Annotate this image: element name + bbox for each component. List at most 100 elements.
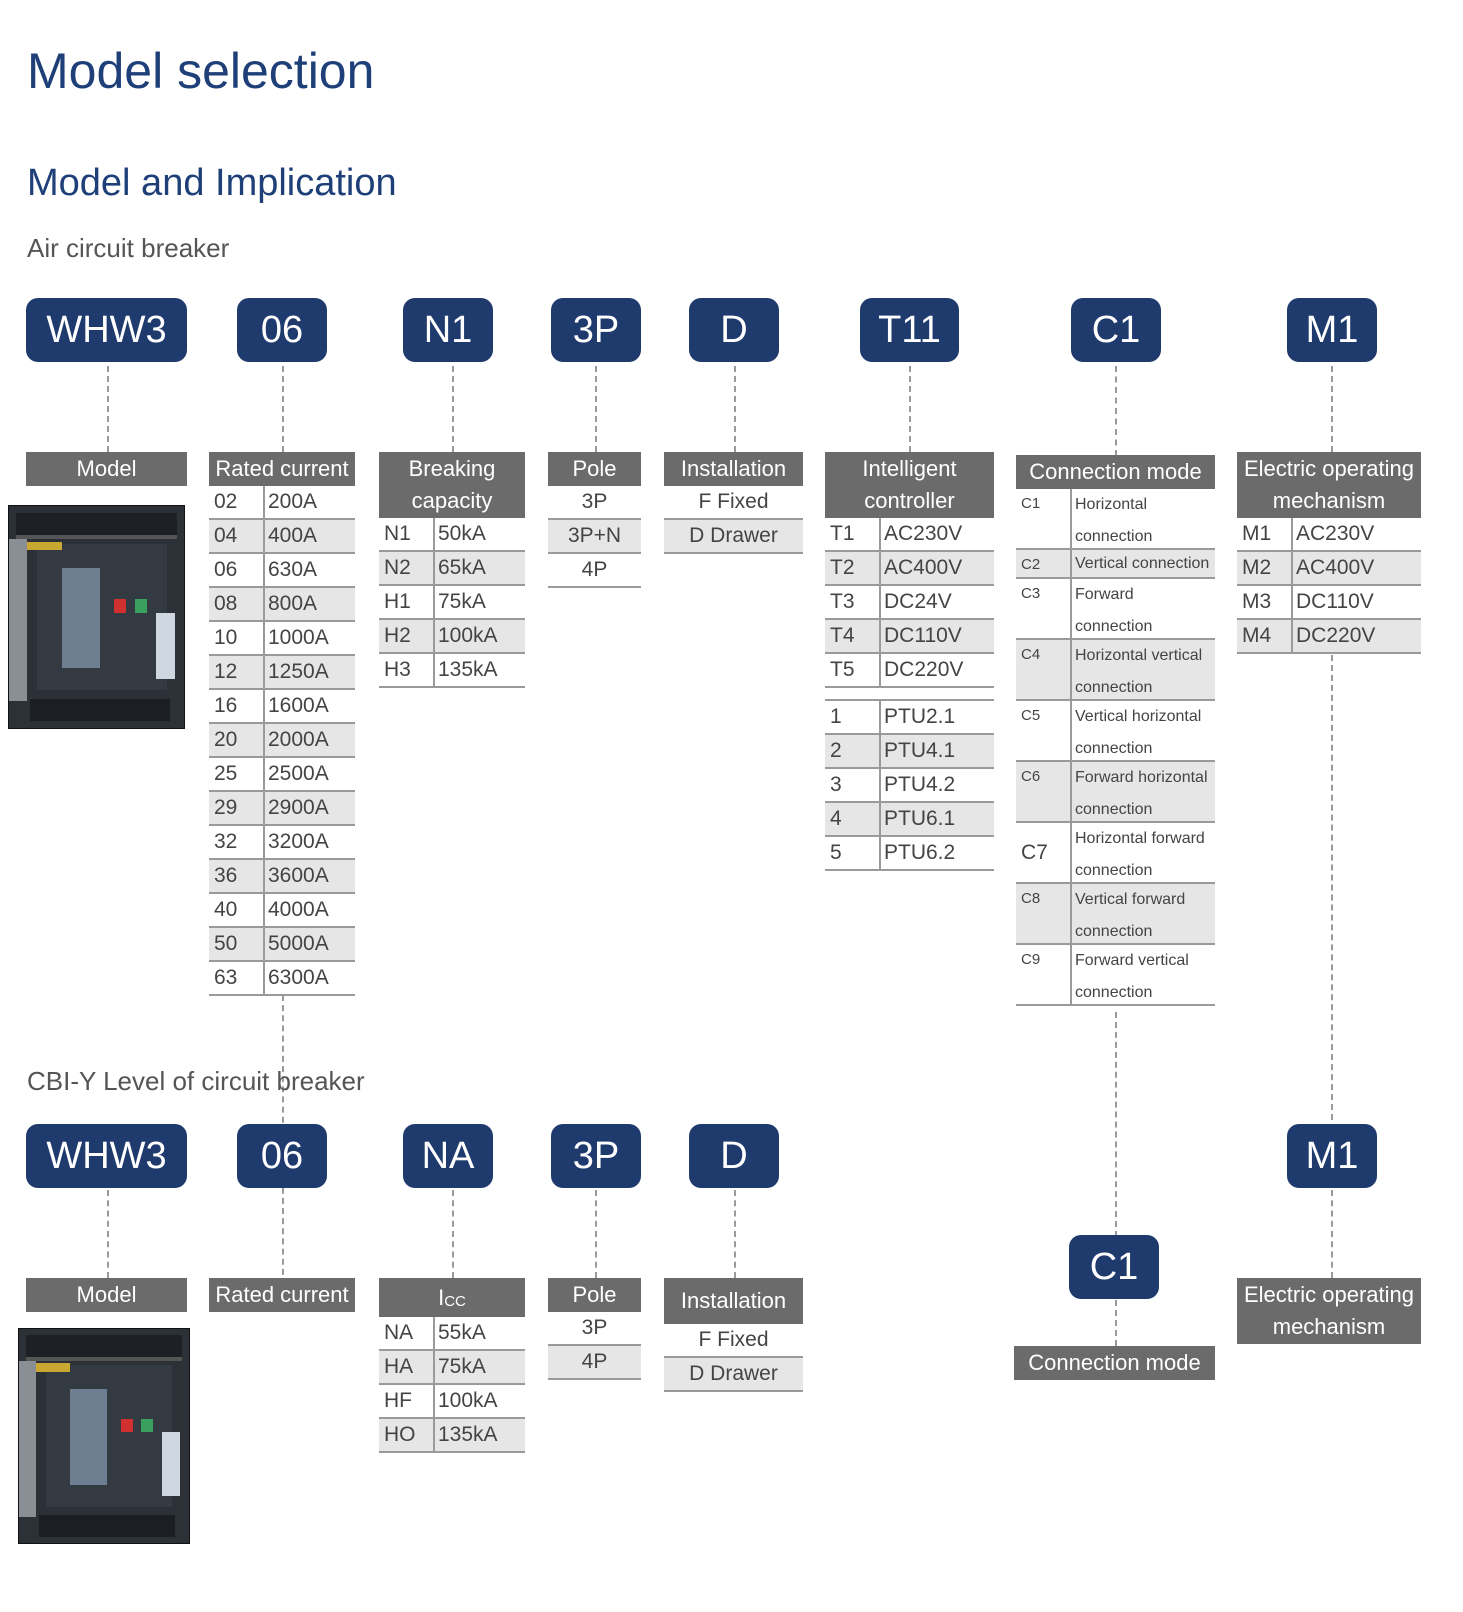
code-pill-breaking-capacity: N1 bbox=[403, 298, 493, 362]
table-row: 36 3600A bbox=[209, 860, 355, 894]
row-code: 06 bbox=[214, 558, 238, 581]
controller-header-line2: controller bbox=[864, 488, 955, 513]
row-value: 2500A bbox=[263, 758, 355, 790]
row-value: DC110V bbox=[879, 620, 994, 652]
installation-header-2: Installation bbox=[664, 1278, 803, 1324]
row-code: HF bbox=[384, 1389, 412, 1412]
row-value: 55kA bbox=[433, 1317, 525, 1349]
breaking-header-line2: capacity bbox=[411, 488, 493, 513]
row-code: NA bbox=[384, 1321, 414, 1344]
connector-line bbox=[282, 366, 284, 452]
row-code: C7 bbox=[1021, 840, 1048, 864]
code-pill-installation-2: D bbox=[689, 1124, 779, 1188]
row-code: C9 bbox=[1021, 951, 1041, 968]
row-code: C3 bbox=[1021, 585, 1041, 602]
row-value: Vertical connection bbox=[1070, 550, 1215, 577]
electric-mechanism-header: Electric operating mechanism bbox=[1237, 452, 1421, 518]
code-pill-model-2: WHW3 bbox=[26, 1124, 187, 1188]
row-value-line1: Vertical horizontal bbox=[1075, 708, 1202, 725]
row-value: PTU2.1 bbox=[879, 701, 994, 733]
row-code: 5 bbox=[830, 841, 842, 864]
row-code: 02 bbox=[214, 490, 238, 513]
row-value: 630A bbox=[263, 554, 355, 586]
row-value: 50kA bbox=[433, 518, 525, 550]
code-pill-electric: M1 bbox=[1287, 298, 1377, 362]
connector-line bbox=[734, 1190, 736, 1278]
row-value: 3200A bbox=[263, 826, 355, 858]
code-pill-connection-2: C1 bbox=[1069, 1235, 1159, 1299]
table-row: NA 55kA bbox=[379, 1317, 525, 1351]
row-value-line2: connection bbox=[1075, 862, 1153, 879]
electric-header-line2: mechanism bbox=[1272, 488, 1386, 513]
row-value: PTU6.2 bbox=[879, 837, 994, 869]
connector-line bbox=[452, 366, 454, 452]
row-code: 2 bbox=[830, 739, 842, 762]
electric2-header-line1: Electric operating bbox=[1244, 1282, 1414, 1307]
row-value-line1: Forward horizontal bbox=[1075, 769, 1208, 786]
row-code: N1 bbox=[384, 522, 411, 545]
code-pill-icc: NA bbox=[403, 1124, 493, 1188]
row-value-line1: Horizontal bbox=[1075, 496, 1148, 513]
row-value-line2: connection bbox=[1075, 528, 1153, 545]
row-value-line2: connection bbox=[1075, 740, 1153, 757]
row-value-line1: Vertical forward bbox=[1075, 891, 1186, 908]
code-pill-connection: C1 bbox=[1071, 298, 1161, 362]
row-value: DC110V bbox=[1291, 586, 1421, 618]
row-code: C4 bbox=[1021, 646, 1041, 663]
code-pill-pole-2: 3P bbox=[551, 1124, 641, 1188]
table-row: 3P bbox=[548, 1312, 641, 1346]
table-row: 3P+N bbox=[548, 520, 641, 554]
row-value: AC230V bbox=[1291, 518, 1421, 550]
connector-line bbox=[1115, 366, 1117, 456]
connector-line bbox=[1331, 1190, 1333, 1278]
breaker-photo-2 bbox=[18, 1328, 190, 1544]
connector-line bbox=[1331, 366, 1333, 452]
row-code: 63 bbox=[214, 966, 238, 989]
row-value: 6300A bbox=[263, 962, 355, 994]
row-value: 75kA bbox=[433, 1351, 525, 1383]
row-code: M2 bbox=[1242, 556, 1272, 579]
row-value: 3600A bbox=[263, 860, 355, 892]
row-value-line1: Forward bbox=[1075, 586, 1134, 603]
row-code: C5 bbox=[1021, 707, 1041, 724]
controller-header-line1: Intelligent bbox=[862, 456, 957, 481]
electric-mechanism-header-2: Electric operating mechanism bbox=[1237, 1278, 1421, 1344]
connector-line bbox=[452, 1190, 454, 1278]
connector-line bbox=[107, 1190, 109, 1278]
row-value: PTU4.2 bbox=[879, 769, 994, 801]
row-code: T5 bbox=[830, 658, 855, 681]
row-value-line1: Forward vertical bbox=[1075, 952, 1189, 969]
icc-header-main: I bbox=[438, 1284, 445, 1310]
row-code: 36 bbox=[214, 864, 238, 887]
row-value: 100kA bbox=[433, 620, 525, 652]
section-title: Model and Implication bbox=[27, 162, 397, 204]
row-value: 135kA bbox=[433, 1419, 525, 1451]
